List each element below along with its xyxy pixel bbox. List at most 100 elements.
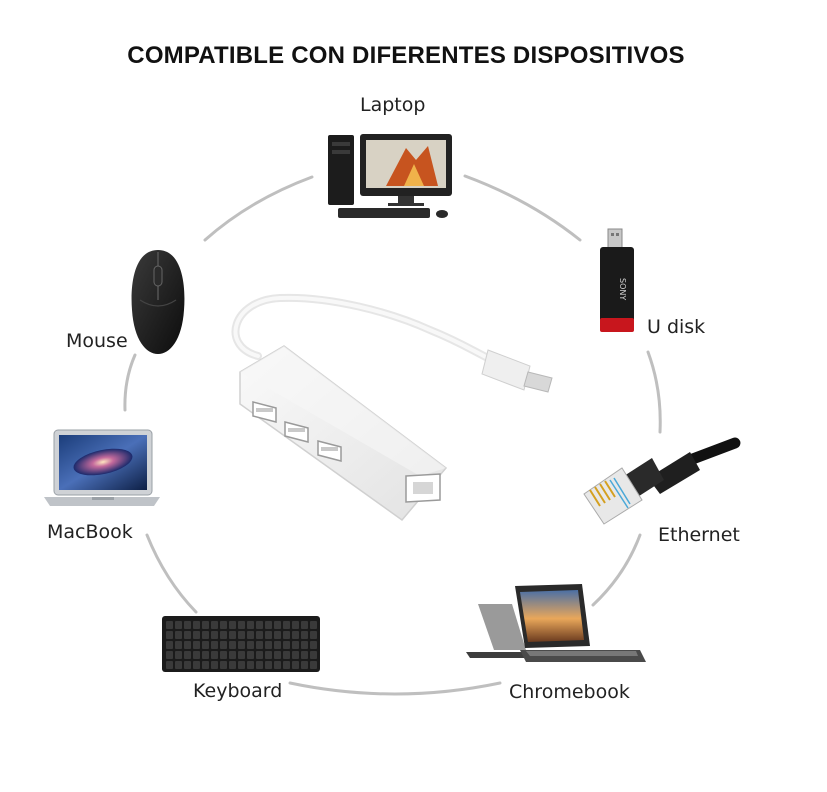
label-macbook: MacBook xyxy=(47,521,133,543)
keyboard-key xyxy=(301,641,308,649)
keyboard-key xyxy=(202,631,209,639)
keyboard-key xyxy=(211,631,218,639)
keyboard-key xyxy=(184,661,191,669)
keyboard-key xyxy=(292,661,299,669)
usb-drive-icon: SONY xyxy=(600,228,634,332)
keyboard-key xyxy=(220,661,227,669)
keyboard-key xyxy=(247,631,254,639)
keyboard-key xyxy=(229,661,236,669)
keyboard-key xyxy=(310,641,317,649)
keyboard-key xyxy=(265,621,272,629)
keyboard-key xyxy=(166,631,173,639)
label-keyboard: Keyboard xyxy=(193,680,283,702)
keyboard-key xyxy=(193,661,200,669)
desktop-computer-icon xyxy=(328,134,452,218)
keyboard-key xyxy=(211,621,218,629)
ring-arc-bottom xyxy=(288,681,502,696)
ring-arc-right-lower xyxy=(591,533,642,607)
keyboard-key xyxy=(310,631,317,639)
keyboard-icon xyxy=(162,616,320,672)
keyboard-key xyxy=(283,661,290,669)
keyboard-key xyxy=(193,641,200,649)
keyboard-key xyxy=(202,661,209,669)
keyboard-key xyxy=(193,621,200,629)
keyboard-key xyxy=(247,621,254,629)
keyboard-key xyxy=(166,651,173,659)
keyboard-key xyxy=(202,641,209,649)
keyboard-key xyxy=(175,661,182,669)
keyboard-key xyxy=(166,641,173,649)
keyboard-key xyxy=(292,621,299,629)
keyboard-key xyxy=(229,631,236,639)
keyboard-key xyxy=(175,621,182,629)
keyboard-key xyxy=(175,651,182,659)
keyboard-key xyxy=(193,631,200,639)
keyboard-key xyxy=(256,661,263,669)
keyboard-key xyxy=(310,651,317,659)
keyboard-key xyxy=(256,621,263,629)
ring-arc-top-left xyxy=(203,175,314,242)
keyboard-key xyxy=(301,651,308,659)
keyboard-key xyxy=(238,661,245,669)
keyboard-key xyxy=(238,621,245,629)
keyboard-key xyxy=(274,631,281,639)
keyboard-key xyxy=(247,651,254,659)
keyboard-key xyxy=(292,651,299,659)
keyboard-key xyxy=(265,661,272,669)
keyboard-key xyxy=(166,661,173,669)
keyboard-key xyxy=(283,641,290,649)
keyboard-key xyxy=(283,631,290,639)
keyboard-key xyxy=(184,621,191,629)
keyboard-key xyxy=(202,621,209,629)
keyboard-key xyxy=(292,631,299,639)
keyboard-key xyxy=(301,661,308,669)
keyboard-key xyxy=(238,631,245,639)
keyboard-key xyxy=(229,651,236,659)
label-mouse: Mouse xyxy=(66,330,128,352)
keyboard-key xyxy=(283,651,290,659)
ring-arc-bottom-left xyxy=(145,533,198,614)
ring-arc-left xyxy=(123,353,137,412)
ring-arc-right xyxy=(646,350,662,434)
keyboard-key xyxy=(301,621,308,629)
keyboard-key xyxy=(256,651,263,659)
keyboard-key xyxy=(166,621,173,629)
keyboard-key xyxy=(211,661,218,669)
keyboard-key xyxy=(301,631,308,639)
keyboard-key xyxy=(274,641,281,649)
keyboard-key xyxy=(292,641,299,649)
keyboard-key xyxy=(274,651,281,659)
ethernet-cable-icon xyxy=(583,437,741,525)
label-chromebook: Chromebook xyxy=(509,681,630,703)
keyboard-key xyxy=(283,621,290,629)
usb-brand: SONY xyxy=(618,278,627,300)
keyboard-key xyxy=(220,641,227,649)
keyboard-key xyxy=(175,631,182,639)
keyboard-key xyxy=(229,641,236,649)
page-title: COMPATIBLE CON DIFERENTES DISPOSITIVOS xyxy=(127,42,685,69)
keyboard-key xyxy=(265,631,272,639)
keyboard-key xyxy=(247,641,254,649)
mouse-icon xyxy=(131,250,185,354)
label-laptop: Laptop xyxy=(360,94,426,116)
keyboard-key xyxy=(256,641,263,649)
keyboard-key xyxy=(193,651,200,659)
keyboard-key xyxy=(184,641,191,649)
keyboard-key xyxy=(220,621,227,629)
keyboard-key xyxy=(184,631,191,639)
label-ethernet: Ethernet xyxy=(658,524,740,546)
keyboard-key xyxy=(274,661,281,669)
keyboard-key xyxy=(310,621,317,629)
keyboard-key xyxy=(184,651,191,659)
label-u-disk: U disk xyxy=(647,316,706,338)
keyboard-key xyxy=(265,641,272,649)
ring-arc-top-right xyxy=(463,174,582,242)
keyboard-key xyxy=(220,651,227,659)
connection-ring xyxy=(123,174,662,696)
keyboard-key xyxy=(274,621,281,629)
keyboard-key xyxy=(256,631,263,639)
keyboard-key xyxy=(238,651,245,659)
keyboard-key xyxy=(265,651,272,659)
keyboard-key xyxy=(202,651,209,659)
